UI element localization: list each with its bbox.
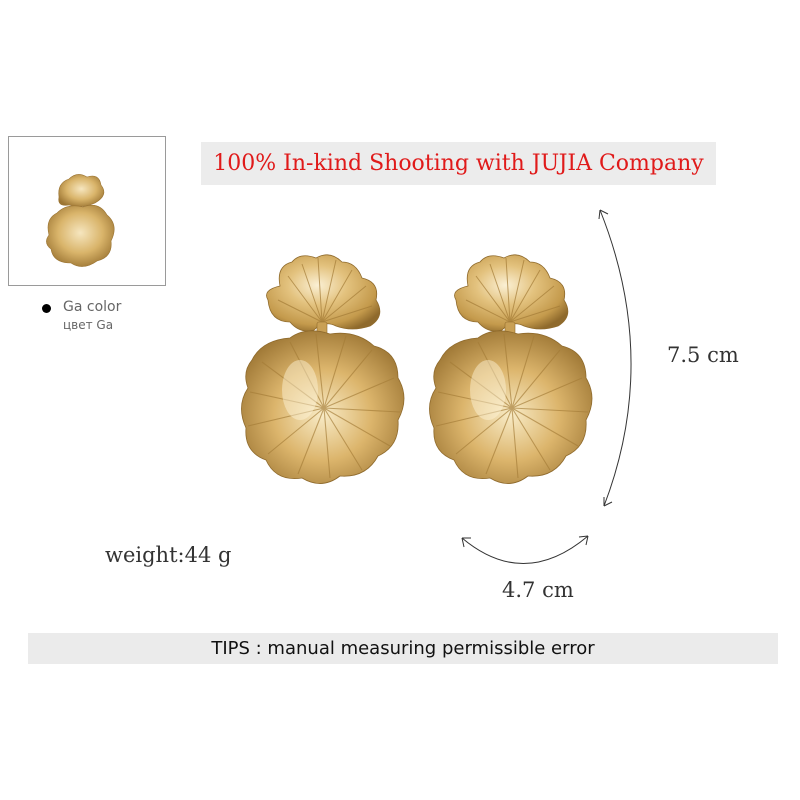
right-earring (429, 254, 593, 484)
color-option-label-ru: цвет Ga (63, 318, 114, 332)
selected-color-dot (42, 304, 51, 313)
color-thumbnail[interactable] (8, 136, 166, 286)
shooting-banner: 100% In-kind Shooting with JUJIA Company (201, 142, 716, 185)
width-arrow (461, 535, 589, 564)
tips-bar: TIPS : manual measuring permissible erro… (28, 633, 778, 664)
width-label: 4.7 cm (502, 578, 574, 602)
thumbnail-earring-image (46, 174, 115, 267)
color-option-label: Ga color (63, 299, 122, 315)
left-earring (241, 254, 405, 484)
weight-label: weight:44 g (105, 543, 232, 567)
height-arrow (598, 209, 632, 507)
height-label: 7.5 cm (667, 343, 739, 367)
